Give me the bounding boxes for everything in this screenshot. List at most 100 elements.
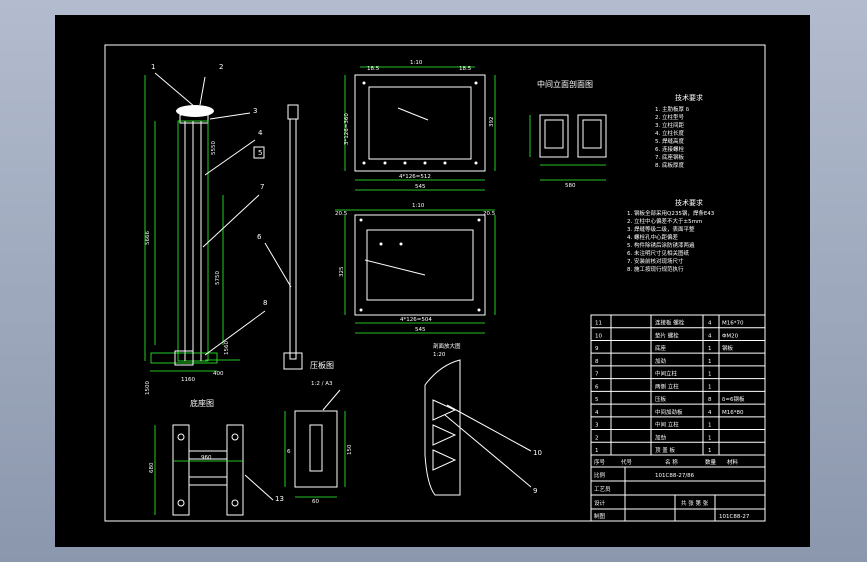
tb-scale-label: 比例 xyxy=(594,471,606,479)
note-a-8: 8. 底板厚度 xyxy=(655,161,684,169)
press-plate-view: 压板图 1:2 / A3 60 150 6 xyxy=(284,360,353,505)
drawing-frame xyxy=(104,44,766,522)
top-plate-view: 18.5 18.5 1:10 4*126=512 545 392 3*126=3… xyxy=(344,60,496,191)
top-scale: 1:10 xyxy=(410,60,423,66)
table-cell-qty: 8 xyxy=(708,397,712,403)
tb-header-code: 代号 xyxy=(621,458,633,466)
press-scale: 1:2 / A3 xyxy=(311,381,333,387)
note-b-6: 6. 未注明尺寸见相关图纸 xyxy=(627,249,689,257)
dim-top-left: 3*126=360 xyxy=(344,113,350,145)
leaders: 1 2 3 4 5 7 6 8 xyxy=(151,63,267,356)
technical-notes: 技术要求 1. 主肋板厚 δ 2. 立柱型号 3. 立柱间距 4. 立柱长度 5… xyxy=(627,93,715,273)
table-cell-name: 中间立柱 xyxy=(655,370,678,378)
dim-base-h: 680 xyxy=(149,462,155,473)
dim-top-width: 545 xyxy=(415,184,426,190)
table-cell-name: 连接板 螺栓 xyxy=(655,319,685,327)
note-a-7: 7. 底座钢板 xyxy=(655,153,684,161)
tb-header-name: 名 称 xyxy=(665,458,678,466)
table-cell-name: 垫片 螺栓 xyxy=(655,331,679,339)
table-cell-no: 4 xyxy=(595,410,599,416)
table-cell-no: 10 xyxy=(595,333,602,339)
balloon-6: 6 xyxy=(257,233,262,241)
balloon-13: 13 xyxy=(275,495,284,503)
table-cell-no: 3 xyxy=(595,423,599,429)
tb-header-qty: 数量 xyxy=(705,458,717,466)
center-section-view: 中间立面剖面图 580 xyxy=(529,79,607,189)
dim-base-w: 960 xyxy=(201,455,212,461)
balloon-4: 4 xyxy=(258,129,263,137)
balloon-7: 7 xyxy=(260,183,264,191)
tb-designer: 设计 xyxy=(594,499,606,507)
dim-bot-width: 545 xyxy=(415,327,426,333)
table-cell-name: 加劲 xyxy=(655,357,667,365)
dim-top-side-l: 18.5 xyxy=(367,66,380,72)
tb-header-no: 序号 xyxy=(594,458,606,466)
note-a-3: 3. 立柱间距 xyxy=(655,121,684,129)
table-cell-name: 加劲 xyxy=(655,433,667,441)
dim-top-side-r: 18.5 xyxy=(459,66,472,72)
notes-title-b: 技术要求 xyxy=(675,198,703,207)
dim-press-h: 150 xyxy=(347,444,353,455)
dim-bot-h: 325 xyxy=(339,266,345,277)
table-cell-name: 中间加劲板 xyxy=(655,408,683,416)
table-cell-qty: 1 xyxy=(708,372,712,378)
tb-header-mat: 材料 xyxy=(727,458,739,466)
base-title: 底座图 xyxy=(190,398,214,408)
tb-process: 工艺员 xyxy=(594,486,611,493)
dim-total-height: 5750 xyxy=(215,271,221,285)
tb-draw: 制图 xyxy=(594,512,606,520)
table-cell-name: 顶 盖 板 xyxy=(655,446,675,454)
table-cell-qty: 1 xyxy=(708,423,712,429)
table-cell-name: 底座 xyxy=(655,344,667,352)
note-a-4: 4. 立柱长度 xyxy=(655,129,684,137)
table-cell-qty: 4 xyxy=(708,321,712,327)
table-cell-qty: 1 xyxy=(708,384,712,390)
table-cell-no: 11 xyxy=(595,321,602,327)
note-b-8: 8. 施工按现行规范执行 xyxy=(627,265,684,273)
table-cell-mat: M16*70 xyxy=(722,321,744,327)
balloon-8: 8 xyxy=(263,299,267,307)
dim-bot-inner: 4*126=504 xyxy=(400,317,432,323)
table-cell-no: 6 xyxy=(595,384,599,390)
drawing-canvas[interactable]: 5666 5750 1500 1560 1160 400 5550 1 2 3 … xyxy=(55,15,810,547)
center-section-title: 中间立面剖面图 xyxy=(537,79,593,89)
note-b-3: 3. 焊缝等级二级，表面平整 xyxy=(627,225,695,233)
table-cell-qty: 1 xyxy=(708,359,712,365)
side-column xyxy=(264,104,303,370)
note-b-7: 7. 安装前核对现场尺寸 xyxy=(627,257,684,265)
dim-bot-side-r: 20.5 xyxy=(483,211,496,217)
column-elevation: 5666 5750 1500 1560 1160 400 5550 xyxy=(144,75,240,395)
table-cell-name: 中间 立柱 xyxy=(655,421,679,429)
balloon-3: 3 xyxy=(253,107,257,115)
press-title: 压板图 xyxy=(310,360,334,370)
table-cell-no: 7 xyxy=(595,372,599,378)
note-a-5: 5. 焊缝高度 xyxy=(655,137,684,145)
dim-top-inner: 4*126=512 xyxy=(399,174,431,180)
table-cell-name: 两侧 立柱 xyxy=(655,382,679,390)
dim-press-w: 60 xyxy=(312,499,319,505)
title-block-footer: 序号 代号 名 称 数量 材料 比例 101C88-27/86 工艺员 设计 制… xyxy=(594,458,750,520)
table-cell-no: 2 xyxy=(595,435,599,441)
section-title: 剖面放大图 xyxy=(433,342,461,350)
table-cell-no: 9 xyxy=(595,346,599,352)
tb-drawing-no: 101C88-27 xyxy=(719,514,750,520)
dim-top: 5550 xyxy=(211,141,217,155)
table-cell-qty: 4 xyxy=(708,410,712,416)
table-cell-no: 5 xyxy=(595,397,599,403)
table-cell-mat: δ=6钢板 xyxy=(722,395,745,403)
note-b-2: 2. 立柱中心偏差不大于±5mm xyxy=(627,217,702,225)
note-b-5: 5. 构件除锈后涂防锈漆两遍 xyxy=(627,241,695,249)
dim-small-w: 580 xyxy=(565,183,576,189)
table-cell-no: 1 xyxy=(595,448,599,454)
dim-2: 1560 xyxy=(224,341,230,355)
table-cell-qty: 1 xyxy=(708,435,712,441)
table-cell-qty: 4 xyxy=(708,333,712,339)
tb-sheet: 共 张 第 张 xyxy=(681,499,709,507)
note-b-1: 1. 钢板全部采用Q235钢，焊条E43 xyxy=(627,209,715,217)
base-view: 底座图 680 960 13 xyxy=(149,398,284,516)
dim-press-hole: 6 xyxy=(287,449,291,455)
section-scale: 1:20 xyxy=(433,352,446,358)
table-cell-no: 8 xyxy=(595,359,599,365)
bottom-plate-view: 20.5 20.5 1:10 4*126=504 545 325 xyxy=(335,203,496,334)
